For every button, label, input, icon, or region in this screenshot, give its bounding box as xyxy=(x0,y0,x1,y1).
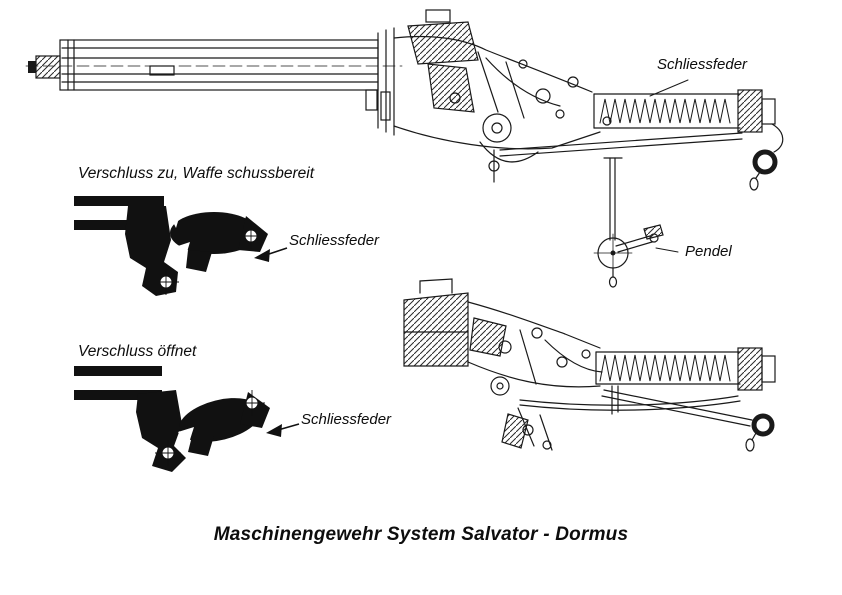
detail-closed-spring-label: Schliessfeder xyxy=(289,232,380,249)
arrow-head xyxy=(254,249,270,262)
spring-coil xyxy=(599,98,731,124)
detail-open-title: Verschluss öffnet xyxy=(78,343,197,360)
arrow-head xyxy=(266,424,282,437)
detail-barrel-bottom xyxy=(74,220,164,230)
figure-caption: Maschinengewehr System Salvator - Dormus xyxy=(213,524,629,545)
main-spring-label: Schliessfeder xyxy=(657,56,748,73)
crank-ring xyxy=(752,149,778,175)
detail-barrel-bottom xyxy=(74,390,162,400)
pendulum-label: Pendel xyxy=(685,243,732,260)
pendulum-assembly xyxy=(593,157,664,288)
crank-ring-lower xyxy=(751,413,775,437)
detail-open-spring-label: Schliessfeder xyxy=(301,411,392,428)
spring-label-leader xyxy=(649,79,689,97)
feed-hopper xyxy=(407,21,479,65)
muzzle-block xyxy=(35,55,61,79)
pendel-label-leader xyxy=(655,247,679,253)
detail-breech-closed xyxy=(74,196,288,296)
closing-spring-assembly xyxy=(593,89,784,191)
main-side-view-drawing xyxy=(25,9,784,288)
receiver xyxy=(365,9,743,183)
detail-barrel-top xyxy=(74,196,164,206)
detail-barrel-top xyxy=(74,366,162,376)
detail-closed-title: Verschluss zu, Waffe schussbereit xyxy=(78,165,315,182)
receiver-open-drawing xyxy=(403,278,776,452)
detail-breech-open xyxy=(74,366,300,472)
barrel xyxy=(25,39,403,91)
spring-coil-lower xyxy=(599,354,731,382)
